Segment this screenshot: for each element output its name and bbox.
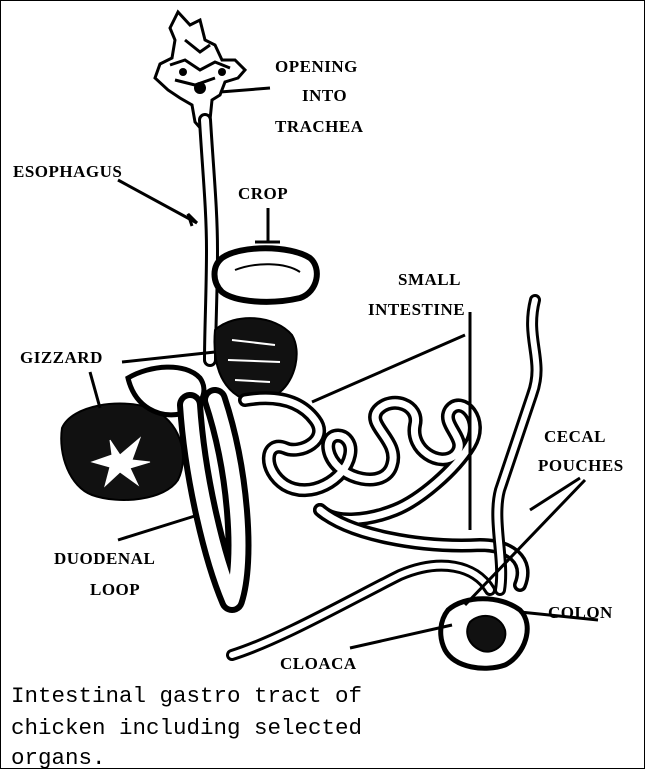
caption-line2: chicken including selected — [11, 715, 362, 741]
label-small-intestine-line1: SMALL — [398, 270, 461, 289]
label-crop: CROP — [238, 184, 288, 203]
label-cecal-line2: POUCHES — [538, 456, 624, 475]
label-esophagus: ESOPHAGUS — [13, 162, 122, 181]
cloaca-organ — [441, 599, 528, 669]
esophagus-tube — [205, 120, 212, 360]
label-duodenal-line1: DUODENAL — [54, 549, 155, 568]
label-opening-line1: OPENING — [275, 57, 358, 76]
proventriculus-organ — [214, 318, 296, 401]
duodenal-loop — [190, 400, 238, 600]
label-duodenal-line2: LOOP — [90, 580, 140, 599]
label-small-intestine-line2: INTESTINE — [368, 300, 465, 319]
label-gizzard: GIZZARD — [20, 348, 103, 367]
small-intestine-coils — [245, 398, 523, 585]
label-cecal-line1: CECAL — [544, 427, 606, 446]
caption-line1: Intestinal gastro tract of — [11, 683, 362, 709]
label-cloaca: CLOACA — [280, 654, 357, 673]
caption-line3: organs. — [11, 745, 106, 769]
label-colon: COLON — [548, 603, 613, 622]
crop-organ — [215, 248, 317, 302]
label-opening-line2: INTO — [302, 86, 347, 105]
head-structure — [155, 12, 245, 130]
label-opening-line3: TRACHEA — [275, 117, 364, 136]
